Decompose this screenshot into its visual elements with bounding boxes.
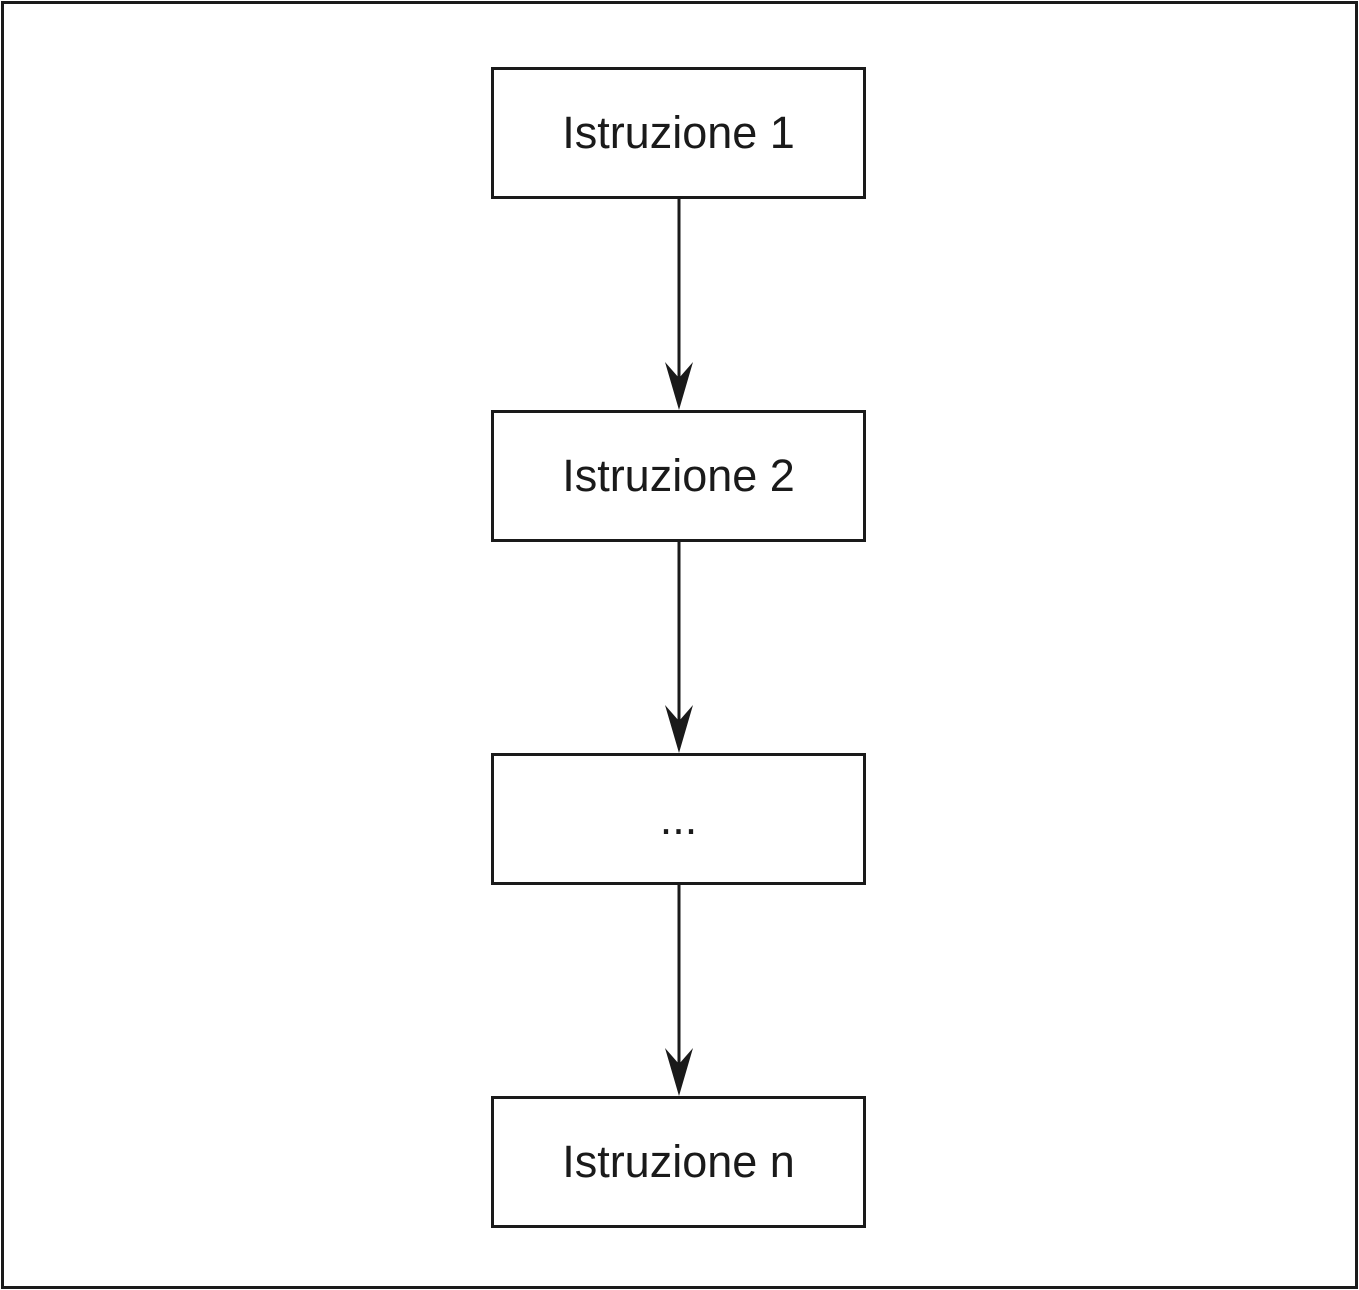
instruction-label-2: Istruzione 2: [562, 450, 795, 501]
instruction-box-1: Istruzione 1: [491, 67, 866, 199]
instruction-label-1: Istruzione 1: [562, 107, 795, 158]
instruction-box-ellipsis: ...: [491, 753, 866, 885]
instruction-box-n: Istruzione n: [491, 1096, 866, 1228]
instruction-label-n: Istruzione n: [562, 1136, 795, 1187]
instruction-box-2: Istruzione 2: [491, 410, 866, 542]
instruction-label-ellipsis: ...: [659, 793, 698, 844]
